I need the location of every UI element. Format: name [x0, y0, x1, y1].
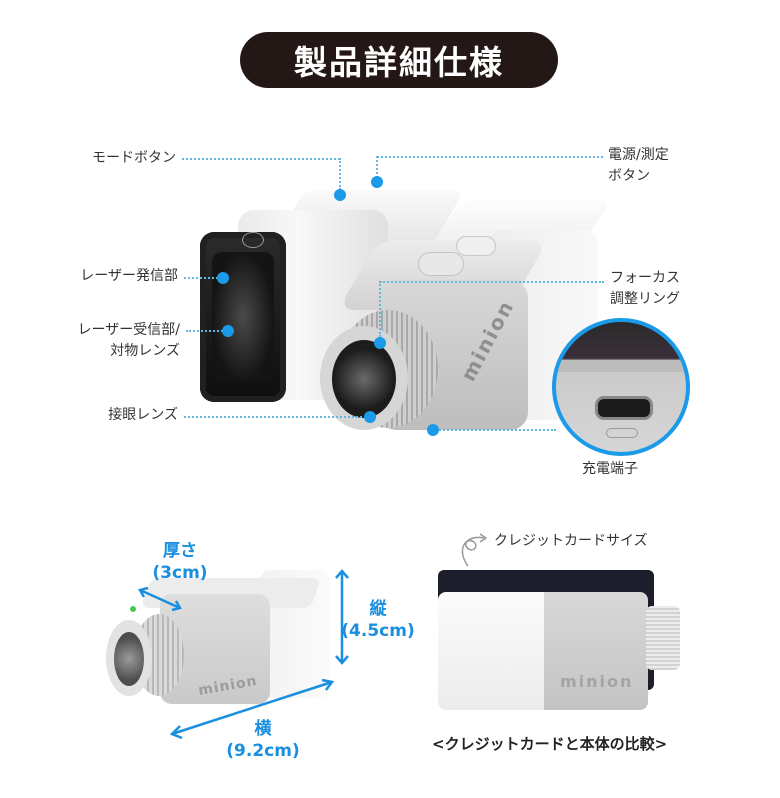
device-illustration-front: minion: [318, 200, 613, 450]
callout-line: [184, 277, 222, 279]
callout-dot-laser-emitter: [217, 272, 229, 284]
label-eyepiece: 接眼レンズ: [108, 407, 178, 423]
label-laser-emitter: レーザー発信部: [80, 268, 178, 284]
callout-line: [186, 330, 226, 332]
callout-line: [379, 281, 381, 337]
callout-dot-charging-port: [427, 424, 439, 436]
callout-line: [182, 158, 340, 160]
callout-line: [380, 281, 604, 283]
mode-button-graphic: [456, 236, 496, 256]
device-comparison-focus-ring: [646, 606, 680, 670]
brand-text: minion: [560, 672, 634, 691]
callout-dot-power-button: [371, 176, 383, 188]
dimension-thickness: 厚さ (3cm): [152, 541, 208, 583]
charging-port-inset: [552, 318, 690, 456]
callout-line: [184, 416, 366, 418]
callout-dot-eyepiece: [364, 411, 376, 423]
usb-c-port-icon: [595, 396, 653, 420]
callout-line: [436, 429, 556, 431]
callout-dot-laser-receiver: [222, 325, 234, 337]
callout-line: [376, 156, 378, 178]
width-arrow-icon: [169, 678, 335, 740]
height-arrow-icon: [335, 569, 349, 665]
device-comparison-grey-section: [544, 592, 648, 710]
callout-dot-focus-ring: [374, 337, 386, 349]
dimension-height: 縦 (4.5cm): [341, 599, 415, 641]
label-laser-receiver: レーザー受信部/ 対物レンズ: [77, 322, 180, 359]
callout-dot-mode-button: [334, 189, 346, 201]
label-charging-port: 充電端子: [582, 461, 638, 477]
label-credit-card-size: クレジットカードサイズ: [494, 533, 648, 549]
callout-line: [377, 156, 603, 158]
label-mode-button: モードボタン: [92, 150, 176, 166]
comparison-caption: <クレジットカードと本体の比較>: [432, 735, 668, 753]
device-dimension-illustration: minion: [100, 560, 340, 710]
curly-arrow-icon: [461, 533, 488, 567]
page-title: 製品詳細仕様: [240, 32, 558, 88]
callout-line: [339, 158, 341, 190]
logo-icon: [242, 232, 264, 248]
power-measure-button-graphic: [418, 252, 464, 276]
device-comparison-white-section: [438, 592, 546, 710]
label-power-measure-button: 電源/測定 ボタン: [608, 147, 669, 184]
thickness-arrow-icon: [138, 586, 182, 612]
dimension-width: 横 (9.2cm): [226, 719, 300, 761]
label-focus-ring: フォーカス 調整リング: [610, 270, 680, 307]
